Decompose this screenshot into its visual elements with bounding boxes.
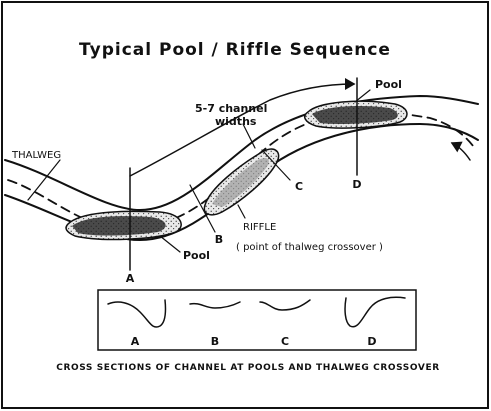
distance-arrow bbox=[129, 78, 356, 177]
cross-section-c-label: C bbox=[281, 335, 289, 348]
cross-section-d-label: D bbox=[367, 335, 376, 348]
distance-label-line2: widths bbox=[215, 115, 257, 128]
riffle-core bbox=[212, 157, 269, 207]
channel-bank-upper bbox=[4, 95, 479, 211]
flow-arrow bbox=[450, 141, 471, 161]
pool-lower-dark bbox=[72, 216, 166, 236]
cross-section-panel bbox=[97, 289, 417, 351]
riffle-label: RIFFLE bbox=[243, 222, 276, 233]
cross-section-caption: CROSS SECTIONS OF CHANNEL AT POOLS AND T… bbox=[56, 363, 439, 373]
section-a-label: A bbox=[126, 272, 135, 285]
cross-section-a-label: A bbox=[131, 335, 140, 348]
cross-section-b-shape bbox=[189, 301, 241, 309]
riffle-note: ( point of thalweg crossover ) bbox=[236, 242, 383, 253]
cross-section-d-shape bbox=[344, 296, 406, 328]
thalweg-label: THALWEG bbox=[11, 150, 61, 161]
section-c-label: C bbox=[295, 180, 303, 193]
thalweg-leader bbox=[27, 159, 61, 201]
pool-lower-leader bbox=[159, 235, 181, 253]
diagram-title: Typical Pool / Riffle Sequence bbox=[79, 40, 391, 60]
cross-section-b-label: B bbox=[211, 335, 219, 348]
pool-lower-label: Pool bbox=[183, 249, 210, 262]
cross-section-c-shape bbox=[259, 299, 311, 311]
section-b-label: B bbox=[215, 233, 223, 246]
pool-upper-label: Pool bbox=[375, 78, 402, 91]
section-line-b bbox=[189, 184, 216, 233]
distance-leader bbox=[242, 123, 256, 149]
distance-label: 5-7 channel bbox=[195, 102, 267, 115]
section-d-label: D bbox=[352, 178, 361, 191]
riffle-leader bbox=[237, 204, 246, 219]
section-line-c bbox=[261, 149, 291, 181]
cross-section-a-shape bbox=[107, 299, 167, 328]
pool-upper-leader bbox=[354, 89, 371, 103]
pool-upper-dark bbox=[312, 106, 398, 124]
